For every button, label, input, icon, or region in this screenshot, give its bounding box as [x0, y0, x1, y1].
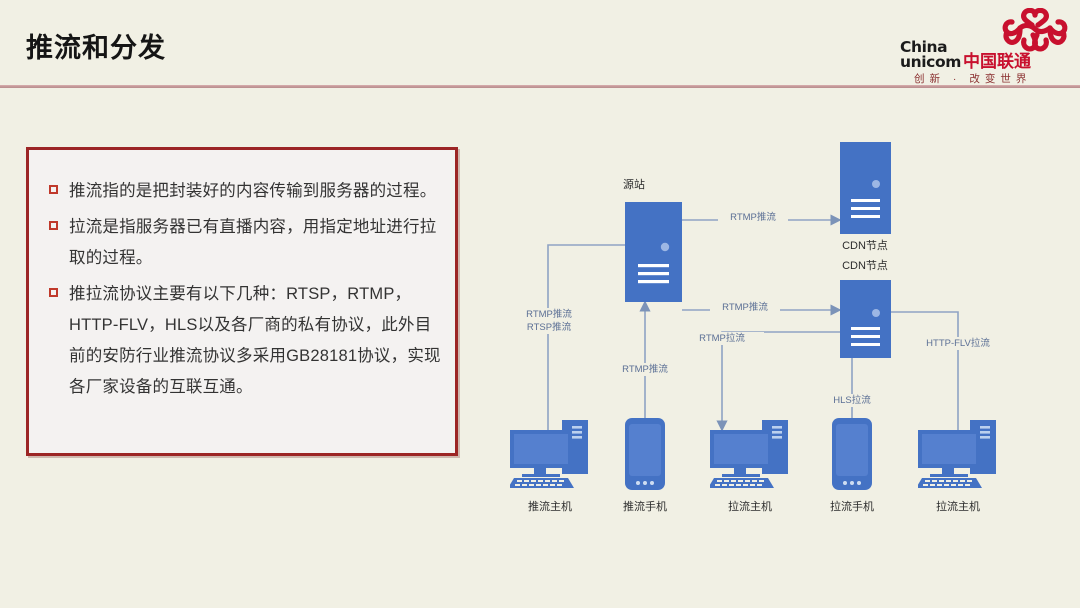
edge-push-pc-to-origin — [547, 244, 625, 440]
bullet-text: 推拉流协议主要有以下几种：RTSP，RTMP，HTTP-FLV，HLS以及各厂商… — [69, 285, 441, 396]
push-pc-icon — [510, 420, 588, 488]
unicom-knot-icon — [1002, 8, 1068, 52]
list-item: 推流指的是把封装好的内容传输到服务器的过程。 — [41, 176, 441, 207]
streaming-architecture-diagram: 源站 CDN节点 CDN节点 RTMP推流 — [470, 120, 1070, 540]
description-panel: 推流指的是把封装好的内容传输到服务器的过程。 拉流是指服务器已有直播内容，用指定… — [26, 147, 458, 456]
device-label-pull-pc-2: 拉流主机 — [936, 501, 980, 513]
china-unicom-logo: China unicom 中国联通 创新 · 改变世界 — [900, 8, 1072, 85]
edge-label-hls-pull: HLS拉流 — [821, 394, 883, 407]
logo-tagline: 创新 · 改变世界 — [914, 73, 1032, 85]
edge-label-origin-to-cdn-top: RTMP推流 — [718, 211, 788, 224]
title-divider — [0, 85, 1080, 88]
node-label-cdn-mid: CDN节点 — [842, 260, 888, 272]
node-label-cdn-top: CDN节点 — [842, 240, 888, 252]
edge-cdn-mid-to-pull-pc-1 — [716, 331, 840, 432]
page-title: 推流和分发 — [26, 33, 166, 63]
edge-label-line2: RTSP推流 — [526, 322, 572, 333]
cdn-mid-server-icon — [840, 280, 891, 358]
device-label-push-pc: 推流主机 — [528, 501, 572, 513]
edge-label-push-phone: RTMP推流 — [602, 363, 688, 376]
cdn-top-server-icon — [840, 142, 891, 234]
logo-brand-chinese: 中国联通 — [962, 52, 1031, 71]
pull-pc-2-icon — [918, 420, 996, 488]
bullet-square-icon — [49, 185, 58, 194]
edge-label-push-pc: RTMP推流 RTSP推流 — [507, 308, 591, 334]
edge-label-httpflv-pull: HTTP-FLV拉流 — [910, 337, 1006, 350]
bullet-square-icon — [49, 288, 58, 297]
list-item: 拉流是指服务器已有直播内容，用指定地址进行拉取的过程。 — [41, 212, 441, 274]
logo-english-wrap: China unicom — [900, 38, 961, 71]
bullet-text: 拉流是指服务器已有直播内容，用指定地址进行拉取的过程。 — [69, 218, 437, 267]
device-label-pull-phone: 拉流手机 — [830, 501, 874, 513]
pull-phone-icon — [832, 418, 872, 490]
bullet-square-icon — [49, 221, 58, 230]
logo-brand-line2: unicom — [900, 53, 961, 71]
edge-label-rtmp-pull: RTMP拉流 — [680, 332, 764, 345]
origin-server-icon — [625, 202, 682, 302]
logo-brand-line1: China — [900, 38, 948, 56]
node-label-origin: 源站 — [623, 179, 645, 191]
edge-cdn-mid-to-pull-pc-2 — [882, 311, 959, 430]
logo-wordmark: China unicom 中国联通 — [900, 38, 1072, 71]
device-label-push-phone: 推流手机 — [623, 501, 667, 513]
bullet-text: 推流指的是把封装好的内容传输到服务器的过程。 — [69, 182, 437, 200]
push-phone-icon — [625, 418, 665, 490]
edge-label-line1: RTMP推流 — [526, 309, 572, 320]
device-label-pull-pc-1: 拉流主机 — [728, 501, 772, 513]
edge-label-origin-to-cdn-mid: RTMP推流 — [710, 301, 780, 314]
pull-pc-1-icon — [710, 420, 788, 488]
list-item: 推拉流协议主要有以下几种：RTSP，RTMP，HTTP-FLV，HLS以及各厂商… — [41, 279, 441, 403]
